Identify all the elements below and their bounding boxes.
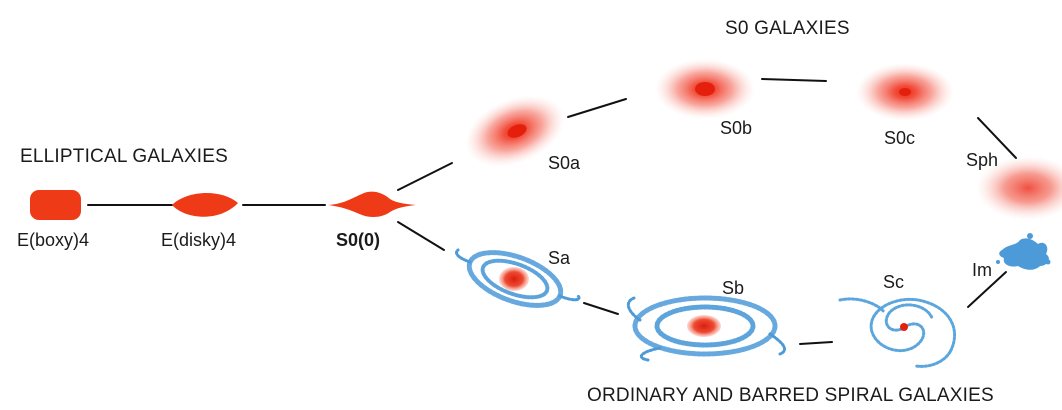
galaxy-s0b [655,59,755,119]
galaxy-e-boxy [30,190,81,220]
galaxy-sc [838,297,956,368]
connector-s0b-s0c [761,78,827,82]
label-s0c: S0c [884,128,916,148]
label-sc: Sc [883,272,905,292]
heading-elliptical-galaxies: ELLIPTICAL GALAXIES [20,146,228,167]
label-s0a: S0a [548,153,581,173]
connector-s00-sa [397,221,445,251]
connector-s0a-s0b [567,98,627,118]
galaxy-e-disky [172,193,238,217]
galaxy-s0-0 [328,191,416,217]
connector-sa-sb [583,302,619,315]
galaxy-sa [455,248,581,308]
label-im: Im [972,260,992,280]
galaxy-sph [976,156,1062,220]
connector-sc-im [967,271,1007,308]
connector-s0c-sph [977,117,1017,159]
heading-s0-galaxies: S0 GALAXIES [725,18,850,39]
connector-lines [87,78,1017,345]
galaxy-im [996,233,1051,270]
connector-sb-sc [799,341,833,345]
label-s0b: S0b [720,118,753,138]
label-sa: Sa [548,248,571,268]
galaxy-sb [626,295,786,362]
label-e-disky: E(disky)4 [161,230,237,250]
label-e-boxy: E(boxy)4 [17,230,90,250]
label-sph: Sph [966,150,999,170]
heading-spiral-galaxies: ORDINARY AND BARRED SPIRAL GALAXIES [587,385,994,406]
galaxy-s0c [856,63,954,121]
label-s0-0: S0(0) [336,230,381,250]
connector-s00-s0a [397,162,453,191]
label-sb: Sb [722,278,745,298]
galaxy-s0a [465,95,565,167]
